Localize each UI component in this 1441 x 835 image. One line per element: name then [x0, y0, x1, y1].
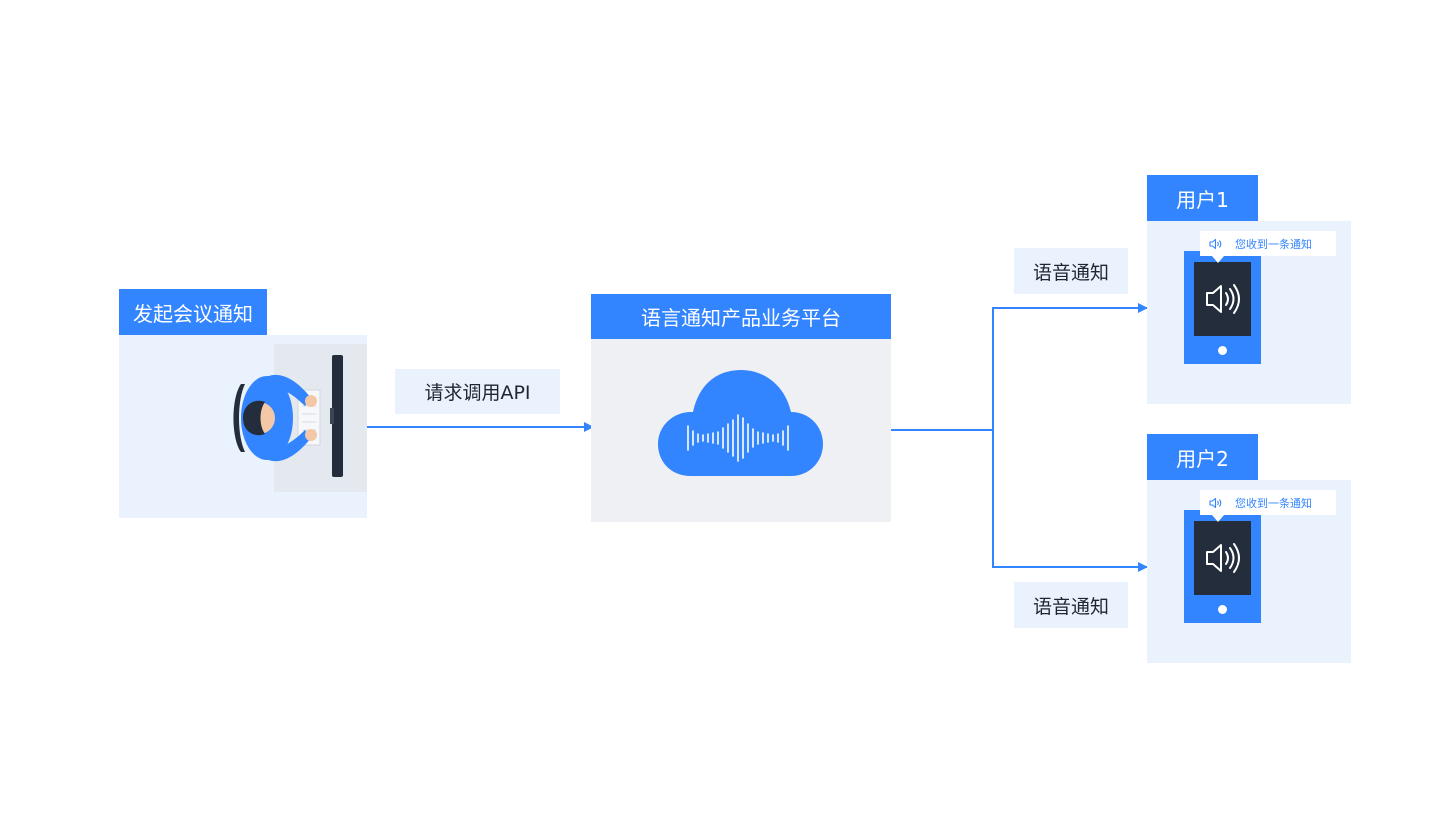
small-speaker-icon: [1209, 238, 1222, 249]
bubble-tail: [1212, 256, 1224, 263]
request-label: 请求调用API: [395, 369, 560, 414]
branch-label-user1: 语音通知: [1014, 248, 1128, 294]
initiator-title: 发起会议通知: [119, 289, 267, 335]
speaker-icon: [1206, 284, 1240, 314]
user1-phone-screen: [1194, 262, 1251, 336]
user1-notification-text: 您收到一条通知: [1235, 237, 1312, 251]
bubble-tail: [1212, 515, 1224, 522]
platform-title: 语言通知产品业务平台: [591, 294, 891, 339]
cloud-voice-icon: [658, 370, 823, 476]
small-speaker-icon: [1209, 497, 1222, 508]
speaker-icon: [1206, 543, 1240, 573]
user2-notification-text: 您收到一条通知: [1235, 496, 1312, 510]
branch-label-user2: 语音通知: [1014, 582, 1128, 628]
user2-phone-screen: [1194, 521, 1251, 595]
user1-title: 用户1: [1147, 175, 1258, 221]
user1-phone: [1184, 251, 1261, 364]
user2-notification-bubble: 您收到一条通知: [1200, 490, 1336, 522]
user2-phone: [1184, 510, 1261, 623]
user2-home-button: [1218, 605, 1227, 614]
user1-home-button: [1218, 346, 1227, 355]
user1-notification-bubble: 您收到一条通知: [1200, 231, 1336, 263]
user2-title: 用户2: [1147, 434, 1258, 480]
person-at-desk-illustration: [233, 344, 367, 492]
